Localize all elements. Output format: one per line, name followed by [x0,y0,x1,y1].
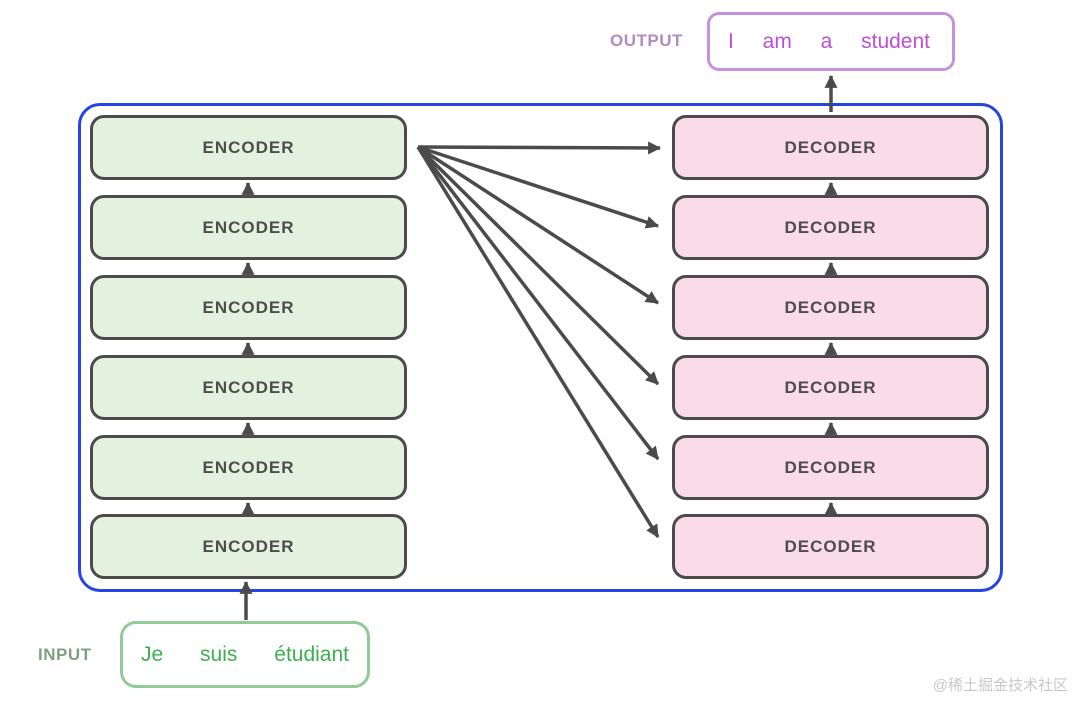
output-token-box: I am a student [707,12,955,71]
encoder-box-2: ENCODER [90,195,407,260]
decoder-box-1: DECODER [672,115,989,180]
output-label: OUTPUT [610,31,683,50]
encoder-box-3: ENCODER [90,275,407,340]
encoder-box-4: ENCODER [90,355,407,420]
input-label: INPUT [38,645,92,664]
decoder-box-2: DECODER [672,195,989,260]
decoder-box-6: DECODER [672,514,989,579]
output-word: student [861,29,930,53]
input-word: suis [200,642,238,666]
decoder-box-4: DECODER [672,355,989,420]
input-token-box: Je suis étudiant [120,621,370,688]
input-word: Je [141,642,164,666]
encoder-box-5: ENCODER [90,435,407,500]
watermark: @稀土掘金技术社区 [932,677,1068,694]
encoder-box-6: ENCODER [90,514,407,579]
decoder-box-5: DECODER [672,435,989,500]
output-word: I [728,29,734,53]
decoder-box-3: DECODER [672,275,989,340]
encoder-box-1: ENCODER [90,115,407,180]
output-word: a [820,29,833,53]
input-word: étudiant [274,642,349,666]
output-word: am [762,29,792,53]
